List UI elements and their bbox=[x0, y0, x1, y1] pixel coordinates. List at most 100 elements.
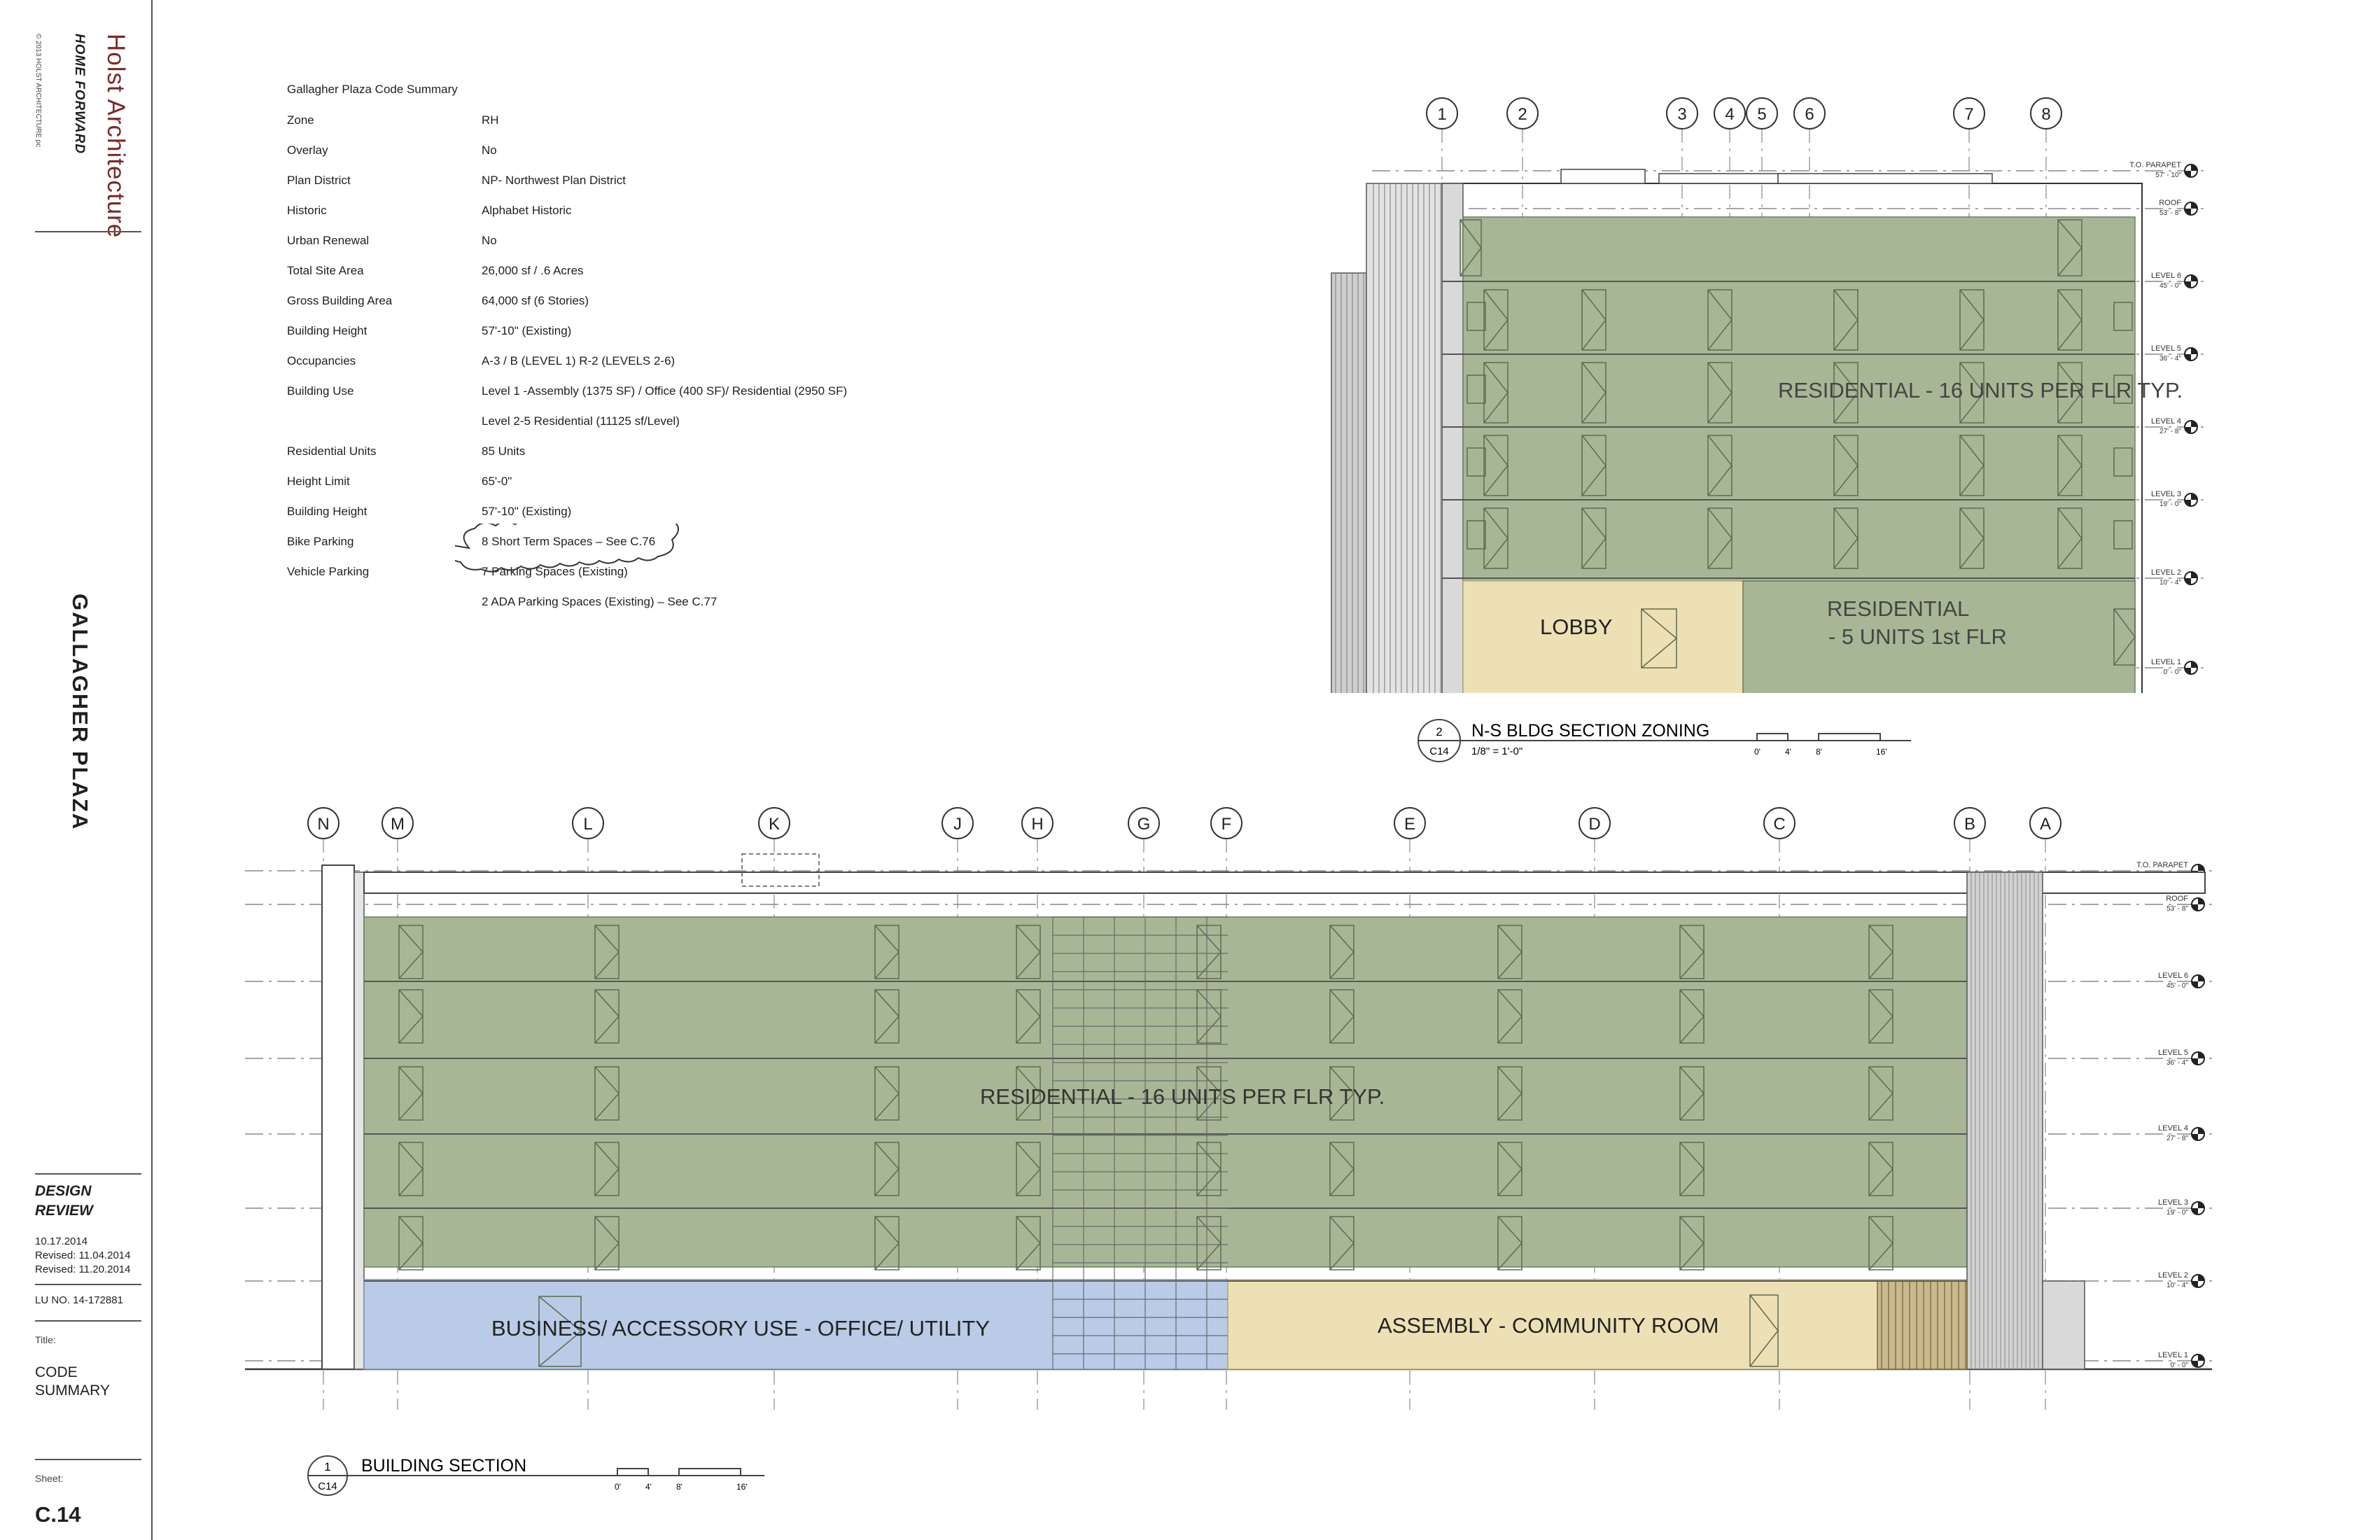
ew-level-name: LEVEL 4 bbox=[2158, 1124, 2188, 1133]
ns-door-swing bbox=[1707, 362, 1732, 424]
ns-grid-bubble bbox=[1953, 97, 1985, 130]
ew-door-swing bbox=[1497, 1066, 1523, 1121]
ew-door-swing bbox=[874, 989, 900, 1044]
title-block-divider bbox=[35, 1320, 141, 1322]
ew-door-swing bbox=[1329, 1142, 1355, 1196]
ns-door-swing bbox=[1833, 289, 1858, 351]
ew-screen-wall bbox=[1877, 1280, 1968, 1370]
ns-section-title-block: 2 C14 N-S BLDG SECTION ZONING 1/8" = 1'-… bbox=[1418, 719, 1911, 762]
ns-zone-residential-l1 bbox=[1742, 580, 2136, 693]
ns-tag-number: 2 bbox=[1436, 725, 1442, 738]
code-summary-label: Gross Building Area bbox=[287, 294, 393, 307]
code-summary-value: NP- Northwest Plan District bbox=[482, 174, 626, 187]
ns-level-elevation: 19' - 0" bbox=[2160, 500, 2181, 508]
ew-scale-tick: 8' bbox=[676, 1482, 682, 1492]
ew-door-swing bbox=[1679, 1216, 1705, 1270]
ns-level-name: LEVEL 2 bbox=[2151, 568, 2181, 577]
ns-door-swing bbox=[1483, 289, 1508, 351]
ns-door-swing bbox=[1833, 435, 1858, 496]
title-block-divider bbox=[35, 231, 141, 232]
code-summary-label: Bike Parking bbox=[287, 535, 354, 548]
code-summary-value: Alphabet Historic bbox=[482, 204, 572, 217]
ew-scale-tick: 0' bbox=[615, 1482, 621, 1492]
code-summary-value: No bbox=[482, 144, 497, 157]
ns-door-swing bbox=[1833, 507, 1858, 569]
ew-door-swing bbox=[1679, 1142, 1705, 1196]
code-summary-label: Total Site Area bbox=[287, 264, 364, 277]
ew-wall bbox=[354, 872, 365, 1370]
ew-section-title: BUILDING SECTION bbox=[361, 1456, 526, 1476]
ns-level-marker-fill bbox=[2185, 202, 2197, 215]
ns-level-marker-fill bbox=[2185, 275, 2197, 288]
ns-section-scale: 1/8" = 1'-0" bbox=[1471, 746, 1522, 757]
title-block-divider bbox=[35, 1173, 141, 1175]
ew-zone-assembly bbox=[1227, 1279, 1968, 1370]
ew-door-swing bbox=[1749, 1294, 1779, 1367]
ew-grid-label: F bbox=[1222, 815, 1232, 834]
code-summary-value: 57'-10" (Existing) bbox=[482, 324, 572, 337]
ns-rooftop-equipment bbox=[1560, 169, 1646, 184]
ew-tag-sheet: C14 bbox=[318, 1480, 337, 1492]
ns-level-name: LEVEL 3 bbox=[2151, 490, 2181, 498]
ew-level-name: LEVEL 3 bbox=[2158, 1198, 2188, 1207]
ns-grid-label: 1 bbox=[1437, 105, 1446, 124]
sheet-title-label: Title: bbox=[35, 1334, 56, 1345]
ew-door-swing bbox=[874, 1066, 900, 1121]
ew-grid-label: M bbox=[391, 815, 405, 834]
ns-scale-tick: 8' bbox=[1816, 747, 1822, 757]
ew-door-swing bbox=[874, 925, 900, 979]
ew-door-swing bbox=[1868, 1066, 1894, 1121]
ew-door-swing bbox=[1016, 989, 1042, 1044]
ns-label-residential-l1-units: - 5 UNITS 1st FLR bbox=[1828, 624, 2007, 649]
ew-stair-wall bbox=[321, 864, 355, 1370]
ew-door-swing bbox=[594, 989, 620, 1044]
ew-door-swing bbox=[1196, 1216, 1222, 1270]
design-review-label: DESIGN REVIEW bbox=[35, 1183, 93, 1219]
ew-grid-label: A bbox=[2040, 815, 2051, 834]
ns-grid-bubble bbox=[1746, 97, 1778, 130]
ew-door-swing bbox=[1329, 1066, 1355, 1121]
code-summary-value: 8 Short Term Spaces – See C.76 bbox=[482, 535, 656, 548]
ew-level-marker-fill bbox=[2192, 1275, 2204, 1287]
ns-door-swing bbox=[2113, 608, 2136, 666]
ew-scalebar bbox=[617, 1468, 741, 1476]
ew-door-swing bbox=[1497, 1216, 1523, 1270]
ew-entry-canopy bbox=[2042, 1280, 2085, 1370]
ns-grid-bubble bbox=[1426, 97, 1458, 130]
code-summary-label: Vehicle Parking bbox=[287, 565, 370, 578]
ew-grid-bubble bbox=[1394, 807, 1426, 839]
code-summary-value: Level 2-5 Residential (11125 sf/Level) bbox=[482, 414, 680, 428]
ew-level-elevation: 19' - 0" bbox=[2166, 1209, 2188, 1217]
ns-door-swing bbox=[1707, 435, 1732, 496]
revision-date: Revised: 11.04.2014 bbox=[35, 1250, 131, 1261]
ns-door-swing bbox=[1483, 507, 1508, 569]
ew-door-swing bbox=[594, 1216, 620, 1270]
ew-grid-bubble bbox=[941, 807, 974, 839]
ns-grid-bubble bbox=[1506, 97, 1539, 130]
ew-grid-bubble bbox=[2029, 807, 2062, 839]
ew-grid-label: E bbox=[1404, 815, 1415, 834]
ns-grid-label: 4 bbox=[1725, 105, 1734, 124]
ns-door-swing bbox=[1641, 608, 1678, 668]
ew-level-elevation: 27' - 8" bbox=[2166, 1135, 2188, 1142]
ew-door-swing bbox=[398, 1142, 424, 1196]
ns-label-residential-upper: RESIDENTIAL - 16 UNITS PER FLR TYP. bbox=[1778, 378, 2183, 402]
ew-door-swing bbox=[1868, 1216, 1894, 1270]
ns-door-swing bbox=[2057, 219, 2082, 276]
code-summary-label: Building Use bbox=[287, 384, 354, 398]
ns-stair-tower bbox=[1441, 183, 1464, 693]
code-summary-value: 2 ADA Parking Spaces (Existing) – See C.… bbox=[482, 595, 718, 608]
ns-parapet bbox=[1777, 173, 1993, 184]
ns-level-elevation: 36' - 4" bbox=[2160, 355, 2181, 363]
ns-section-title: N-S BLDG SECTION ZONING bbox=[1471, 721, 1709, 741]
ew-grid-label: G bbox=[1138, 815, 1151, 834]
ns-window bbox=[1466, 447, 1486, 477]
ns-level-elevation: 10' - 4" bbox=[2160, 579, 2181, 587]
ns-level-marker-fill bbox=[2185, 164, 2197, 177]
code-summary-value: 26,000 sf / .6 Acres bbox=[482, 264, 584, 277]
ew-level-name: LEVEL 2 bbox=[2158, 1271, 2188, 1280]
ns-door-swing bbox=[2057, 289, 2082, 351]
land-use-number: LU NO. 14-172881 bbox=[35, 1294, 123, 1306]
ew-grid-bubble bbox=[1578, 807, 1611, 839]
